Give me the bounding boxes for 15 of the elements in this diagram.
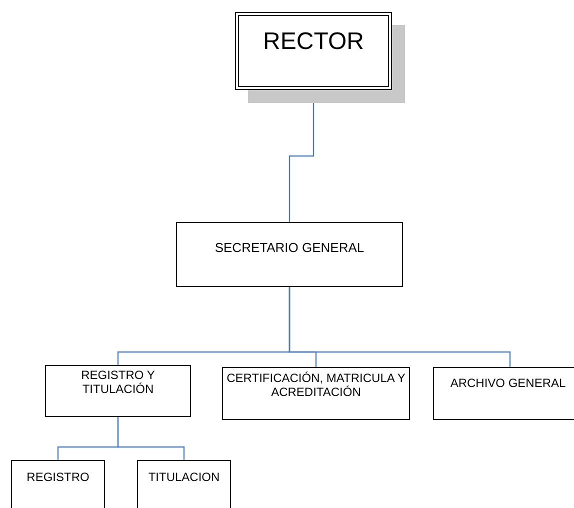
connector-line bbox=[117, 417, 185, 460]
org-box bbox=[137, 460, 231, 508]
org-title: REGISTRO Y TITULACIÓN bbox=[80, 368, 156, 397]
org-title: ARCHIVO GENERAL bbox=[450, 376, 566, 390]
org-box bbox=[433, 367, 574, 420]
org-box bbox=[11, 460, 105, 508]
org-title: CERTIFICACIÓN, MATRICULA Y ACREDITACIÓN bbox=[226, 371, 406, 400]
org-title: RECTOR bbox=[263, 28, 364, 57]
org-title: TITULACION bbox=[148, 470, 220, 484]
org-title: REGISTRO bbox=[26, 470, 90, 484]
org-box bbox=[45, 365, 191, 417]
org-title: SECRETARIO GENERAL bbox=[214, 240, 364, 256]
org-box bbox=[176, 222, 403, 287]
connector-line bbox=[288, 287, 511, 367]
org-box bbox=[222, 367, 410, 420]
